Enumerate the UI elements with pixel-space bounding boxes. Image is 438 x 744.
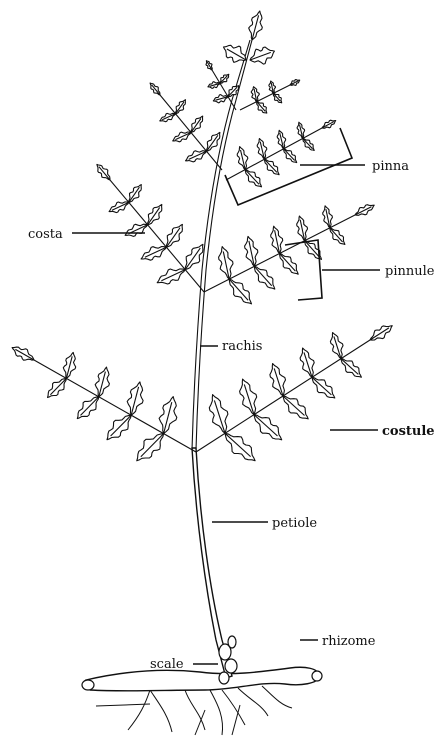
rhizome-tip-left [82, 680, 94, 690]
label-rhizome: rhizome [322, 634, 376, 649]
roots [96, 686, 292, 735]
label-pinnule: pinnule [385, 264, 435, 279]
leaflets [12, 11, 392, 461]
label-pinna: pinna [372, 159, 409, 174]
label-costule: costule [382, 424, 435, 439]
rhizome [83, 667, 320, 691]
label-rachis: rachis [222, 339, 262, 354]
label-scale: scale [150, 657, 184, 672]
label-petiole: petiole [272, 516, 317, 531]
label-costa: costa [28, 227, 63, 242]
rhizome-tip-right [312, 671, 322, 681]
